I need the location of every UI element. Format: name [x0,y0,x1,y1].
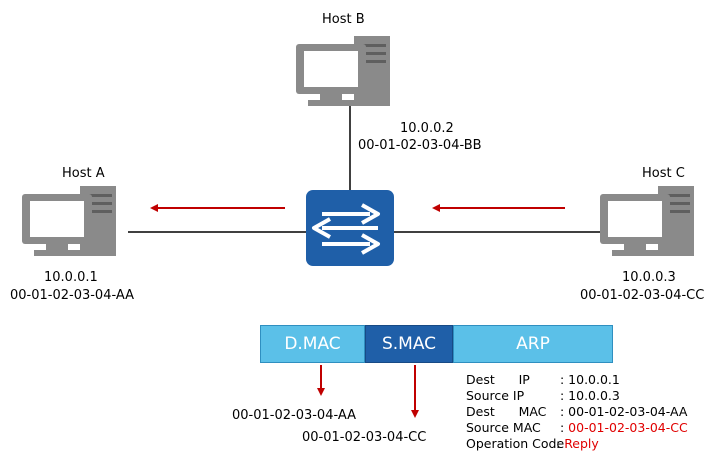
arp-field-value: Reply [564,436,599,451]
host-a-name: Host A [62,166,105,181]
arp-field-key: Dest MAC [466,404,547,419]
arp-field-sep: : [556,372,569,387]
arp-field-sep: : [556,436,565,451]
host-c-mac: 00-01-02-03-04-CC [580,288,705,303]
frame-dmac-value: 00-01-02-03-04-AA [232,408,357,423]
arp-field-value: 10.0.0.3 [568,388,620,403]
frame-smac-value: 00-01-02-03-04-CC [302,430,427,445]
switch-icon [306,190,394,266]
arp-field-value: 00-01-02-03-04-AA [568,404,688,419]
arp-field-sep: : [556,388,569,403]
host-b-name: Host B [322,12,365,27]
arp-field-dest-ip: Dest IP : 10.0.0.1 [466,372,688,388]
host-b-mac: 00-01-02-03-04-BB [358,138,482,153]
arp-field-value: 10.0.0.1 [568,372,620,387]
arp-field-operation-code: Operation Code: Reply [466,436,688,452]
frame-dmac-field: D.MAC [260,325,365,363]
arp-field-source-mac: Source MAC : 00-01-02-03-04-CC [466,420,688,436]
host-a-computer-icon [22,186,116,256]
arp-field-dest-mac: Dest MAC : 00-01-02-03-04-AA [466,404,688,420]
frame-arp-field: ARP [453,325,613,363]
host-c-computer-icon [600,186,694,256]
host-c-name: Host C [642,166,685,181]
arp-payload-details: Dest IP : 10.0.0.1 Source IP : 10.0.0.3 … [466,372,688,452]
arp-field-key: Operation Code [466,436,565,451]
arp-field-key: Dest IP [466,372,530,387]
host-b-computer-icon [296,36,390,106]
host-c-ip: 10.0.0.3 [622,270,676,285]
arp-field-key: Source MAC [466,420,541,435]
arp-field-value: 00-01-02-03-04-CC [568,420,688,435]
frame-smac-field: S.MAC [365,325,453,363]
host-a-mac: 00-01-02-03-04-AA [10,288,135,303]
host-a-ip: 10.0.0.1 [44,270,98,285]
arp-field-sep: : [556,420,569,435]
host-b-ip: 10.0.0.2 [400,121,454,136]
arp-field-source-ip: Source IP : 10.0.0.3 [466,388,688,404]
arp-field-sep: : [556,404,569,419]
arp-field-key: Source IP [466,388,525,403]
